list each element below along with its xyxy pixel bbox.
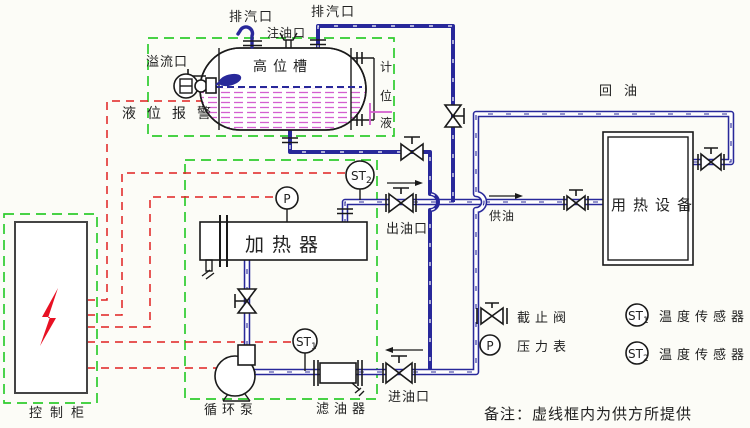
- legend-pressure-gauge-label: 压力表: [517, 340, 571, 355]
- temp-sensor-st2: ST2: [345, 160, 375, 200]
- flow-arrows: [385, 180, 523, 353]
- svg-text:ST1: ST1: [296, 335, 317, 352]
- supplier-note: 备注：虚线框内为供方所提供: [484, 405, 692, 423]
- legend-st2-sub: 2: [643, 354, 649, 364]
- legend-pressure-gauge-icon: P: [479, 334, 501, 356]
- level-gauge: [352, 52, 392, 126]
- svg-text:ST2: ST2: [628, 347, 649, 364]
- gooseneck-vent-icon: [236, 25, 262, 49]
- vent-right-label: 排汽口: [311, 5, 356, 20]
- circulation-pump: [214, 344, 256, 402]
- temp-sensor-st1: ST1: [292, 328, 318, 371]
- heat-equipment: [602, 131, 694, 266]
- wire-level-alarm: [87, 92, 214, 301]
- power-bolt-icon: [40, 288, 58, 346]
- legend-st2-prefix: ST: [628, 347, 644, 361]
- tank-liquid: [200, 88, 366, 130]
- heater-drain-icon: [201, 259, 215, 280]
- wire-pressure-gauge: [87, 196, 276, 328]
- legend-st1-prefix: ST: [628, 309, 644, 323]
- supplier-boundary-heater: [184, 159, 378, 400]
- legend-st1-sub: 1: [643, 316, 649, 326]
- supply-label: 供油: [489, 209, 515, 223]
- union-vent-riser: [310, 39, 326, 46]
- legend-p-char: P: [486, 339, 493, 353]
- wire-st2: [87, 172, 346, 316]
- valve-supply-line: [563, 189, 589, 212]
- float-icon: [218, 73, 242, 87]
- legend-stop-valve-icon: [476, 302, 508, 326]
- vent-left-label: 排汽口: [229, 10, 274, 25]
- heater-label: 加热器: [245, 234, 326, 256]
- legend-st2-icon: ST2: [625, 341, 649, 365]
- gauge-char-3: 液: [380, 115, 392, 130]
- fill-port-label: 注油口: [267, 25, 306, 40]
- st1-prefix: ST: [296, 335, 312, 349]
- heater: [199, 215, 368, 280]
- union-heater-riser: [337, 208, 353, 215]
- valve-return-line: [697, 147, 725, 172]
- level-gauge-label: 计 位 液: [380, 60, 392, 130]
- valve-tank-outlet-line: [400, 136, 424, 162]
- valve-vent-line: [443, 104, 465, 128]
- pressure-gauge-label: P: [283, 192, 290, 206]
- cabinet-label: 控制柜: [29, 406, 92, 421]
- valve-inlet-port: [382, 355, 416, 385]
- union-tank-outlet: [282, 137, 298, 144]
- level-alarm-label: 液位报警: [122, 106, 222, 122]
- legend-temp1-label: 温度传感器: [659, 309, 749, 325]
- heater-flange: [219, 215, 228, 267]
- pressure-gauge: P: [275, 186, 299, 222]
- valve-outlet-port: [385, 187, 417, 214]
- outlet-port-label: 出油口: [386, 222, 428, 237]
- gauge-char-2: 位: [380, 88, 392, 103]
- gauge-char-1: 计: [380, 60, 392, 74]
- supplier-boundary-tank: [147, 37, 395, 137]
- legend-st1-icon: ST1: [625, 303, 649, 327]
- supplier-boundary-cabinet: [3, 213, 98, 404]
- legend-stop-valve-label: 截止阀: [517, 311, 571, 326]
- valve-pump-riser: [234, 288, 258, 314]
- filter-label: 滤油器: [316, 402, 370, 417]
- return-label: 回油: [599, 84, 649, 99]
- pump-label: 循环泵: [204, 403, 258, 418]
- legend-temp2-label: 温度传感器: [659, 347, 749, 363]
- inlet-port-label: 进油口: [388, 390, 430, 405]
- oil-filter: [313, 360, 365, 397]
- tank-seams: [218, 48, 352, 130]
- equipment-label: 用热设备: [611, 196, 699, 214]
- high-level-tank: [199, 47, 367, 131]
- st1-sub: 1: [311, 342, 317, 352]
- pipe-tank-outlet: [288, 126, 440, 372]
- control-cabinet: [14, 221, 88, 394]
- legend: 截止阀 P 压力表 ST1 温度传感器 ST2 温度传感器: [476, 302, 749, 365]
- overflow-port-label: 溢流口: [146, 55, 188, 70]
- pipe-return: [218, 110, 735, 376]
- pipe-supply: [341, 198, 606, 224]
- st2-prefix: ST: [351, 169, 367, 183]
- level-alarm-device: [173, 73, 242, 99]
- svg-text:ST1: ST1: [628, 309, 649, 326]
- svg-text:ST2: ST2: [351, 169, 372, 186]
- tank-label: 高位槽: [253, 58, 313, 75]
- fill-funnel-icon: [279, 32, 298, 48]
- st2-sub: 2: [366, 176, 372, 186]
